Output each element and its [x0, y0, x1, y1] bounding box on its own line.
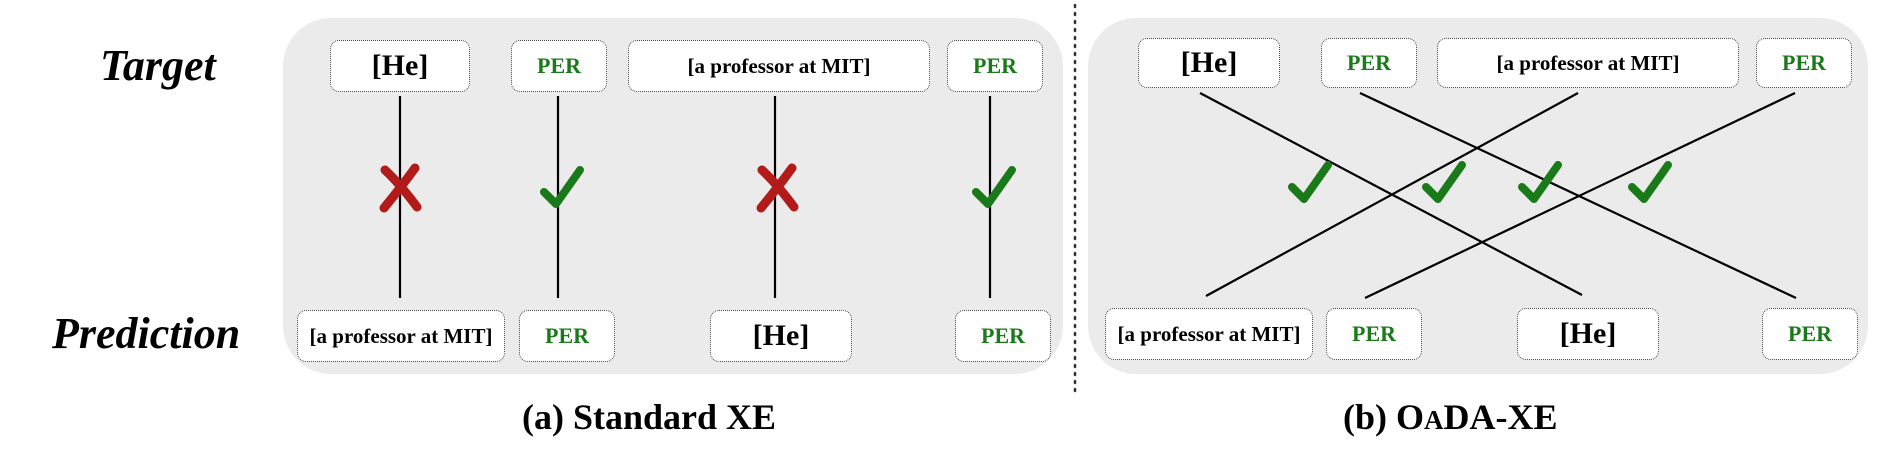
panel-a-target-per-1: PER — [511, 40, 607, 92]
panel-b-target-professor: [a professor at MIT] — [1437, 38, 1739, 88]
caption-b-smallcap: A — [1424, 405, 1444, 435]
check-icon — [972, 166, 1016, 208]
panel-a-pred-per-1: PER — [519, 310, 615, 362]
panel-a-target-he: [He] — [330, 40, 470, 92]
line-b-4 — [1364, 92, 1796, 299]
check-icon — [1422, 161, 1466, 203]
line-b-3 — [1205, 92, 1579, 297]
check-icon — [1628, 161, 1672, 203]
check-icon — [1518, 161, 1562, 203]
panel-b-target-per-1: PER — [1321, 38, 1417, 88]
cross-icon — [756, 163, 799, 213]
check-icon — [1288, 161, 1332, 203]
panel-a-target-per-2: PER — [947, 40, 1043, 92]
panel-a-pred-per-2: PER — [955, 310, 1051, 362]
panel-a-target-professor: [a professor at MIT] — [628, 40, 930, 92]
panel-b-pred-per-2: PER — [1762, 308, 1858, 360]
row-label-target: Target — [100, 41, 216, 90]
panel-b-pred-per-1: PER — [1326, 308, 1422, 360]
row-label-prediction: Prediction — [52, 309, 241, 358]
caption-a: (a) Standard XE — [522, 397, 777, 437]
caption-b-prefix: (b) O — [1343, 397, 1424, 437]
panel-b-pred-he: [He] — [1517, 308, 1659, 360]
panel-a-pred-professor: [a professor at MIT] — [297, 310, 505, 362]
panel-a-pred-he: [He] — [710, 310, 852, 362]
cross-icon — [379, 163, 422, 213]
check-icon — [540, 166, 584, 208]
panel-b-pred-professor: [a professor at MIT] — [1105, 308, 1313, 360]
caption-b-suffix: DA-XE — [1443, 397, 1558, 437]
panel-b-target-per-2: PER — [1756, 38, 1852, 88]
caption-b: (b) OADA-XE — [1343, 396, 1558, 438]
panel-b-target-he: [He] — [1138, 38, 1280, 88]
